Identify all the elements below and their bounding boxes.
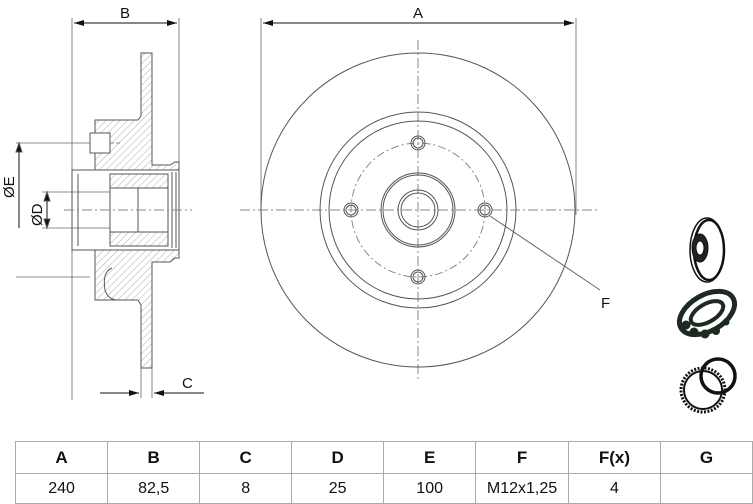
header-b: B: [107, 441, 201, 474]
header-fx: F(x): [567, 441, 662, 474]
value-b: 82,5: [107, 473, 201, 504]
spec-table-value-row: 240 82,5 8 25 100 M12x1,25 4: [14, 473, 753, 504]
front-view: [240, 18, 601, 380]
value-f: M12x1,25: [475, 473, 569, 504]
header-a: A: [14, 441, 109, 474]
dimension-label-e: ØE: [1, 176, 18, 198]
header-g: G: [660, 441, 753, 474]
header-d: D: [291, 441, 385, 474]
value-a: 240: [14, 473, 109, 504]
header-f: F: [475, 441, 569, 474]
dimension-label-b: B: [120, 5, 130, 22]
value-d: 25: [291, 473, 385, 504]
value-c: 8: [199, 473, 293, 504]
spec-table-header-row: A B C D E F F(x) G: [14, 441, 753, 474]
dimension-label-f: F: [601, 295, 610, 312]
wheel-bearing-icon: [677, 288, 737, 339]
dimension-label-c: C: [182, 375, 193, 392]
dimension-label-d: ØD: [29, 203, 46, 226]
header-c: C: [199, 441, 293, 474]
brake-disc-icon: [689, 217, 726, 283]
value-g: [660, 473, 753, 504]
abs-ring-icon: [679, 357, 737, 414]
side-section-view: [15, 18, 204, 400]
technical-drawing: B C ØE ØD A F: [1, 5, 737, 414]
spec-table: A B C D E F F(x) G 240 82,5 8 25 100 M12…: [14, 441, 753, 504]
value-e: 100: [383, 473, 477, 504]
dimension-label-a: A: [413, 5, 423, 22]
header-e: E: [383, 441, 477, 474]
value-fx: 4: [567, 473, 662, 504]
